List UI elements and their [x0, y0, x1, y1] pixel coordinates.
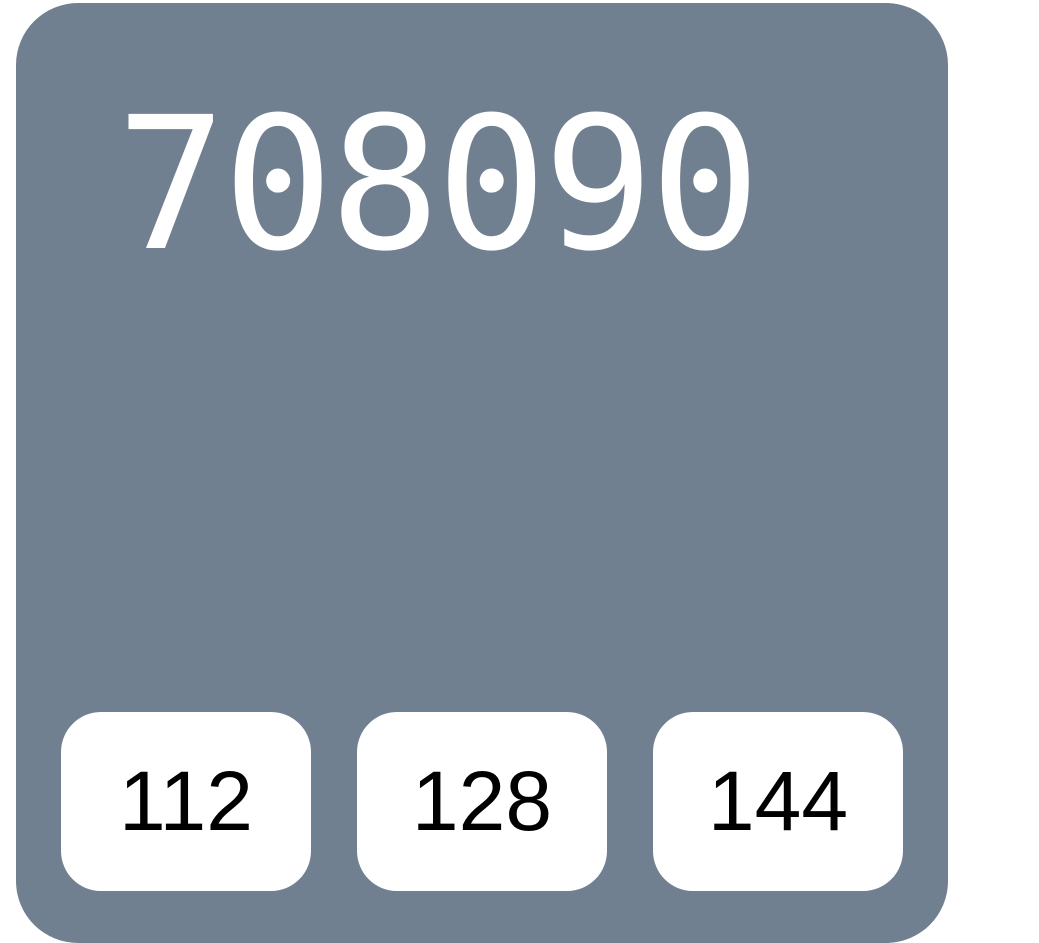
hex-code: 708090	[116, 78, 761, 292]
red-channel-value: 112	[61, 712, 311, 891]
color-swatch: 708090 112 128 144	[16, 3, 948, 943]
rgb-channels: 112 128 144	[61, 712, 903, 891]
blue-channel-value: 144	[653, 712, 903, 891]
green-channel-value: 128	[357, 712, 607, 891]
